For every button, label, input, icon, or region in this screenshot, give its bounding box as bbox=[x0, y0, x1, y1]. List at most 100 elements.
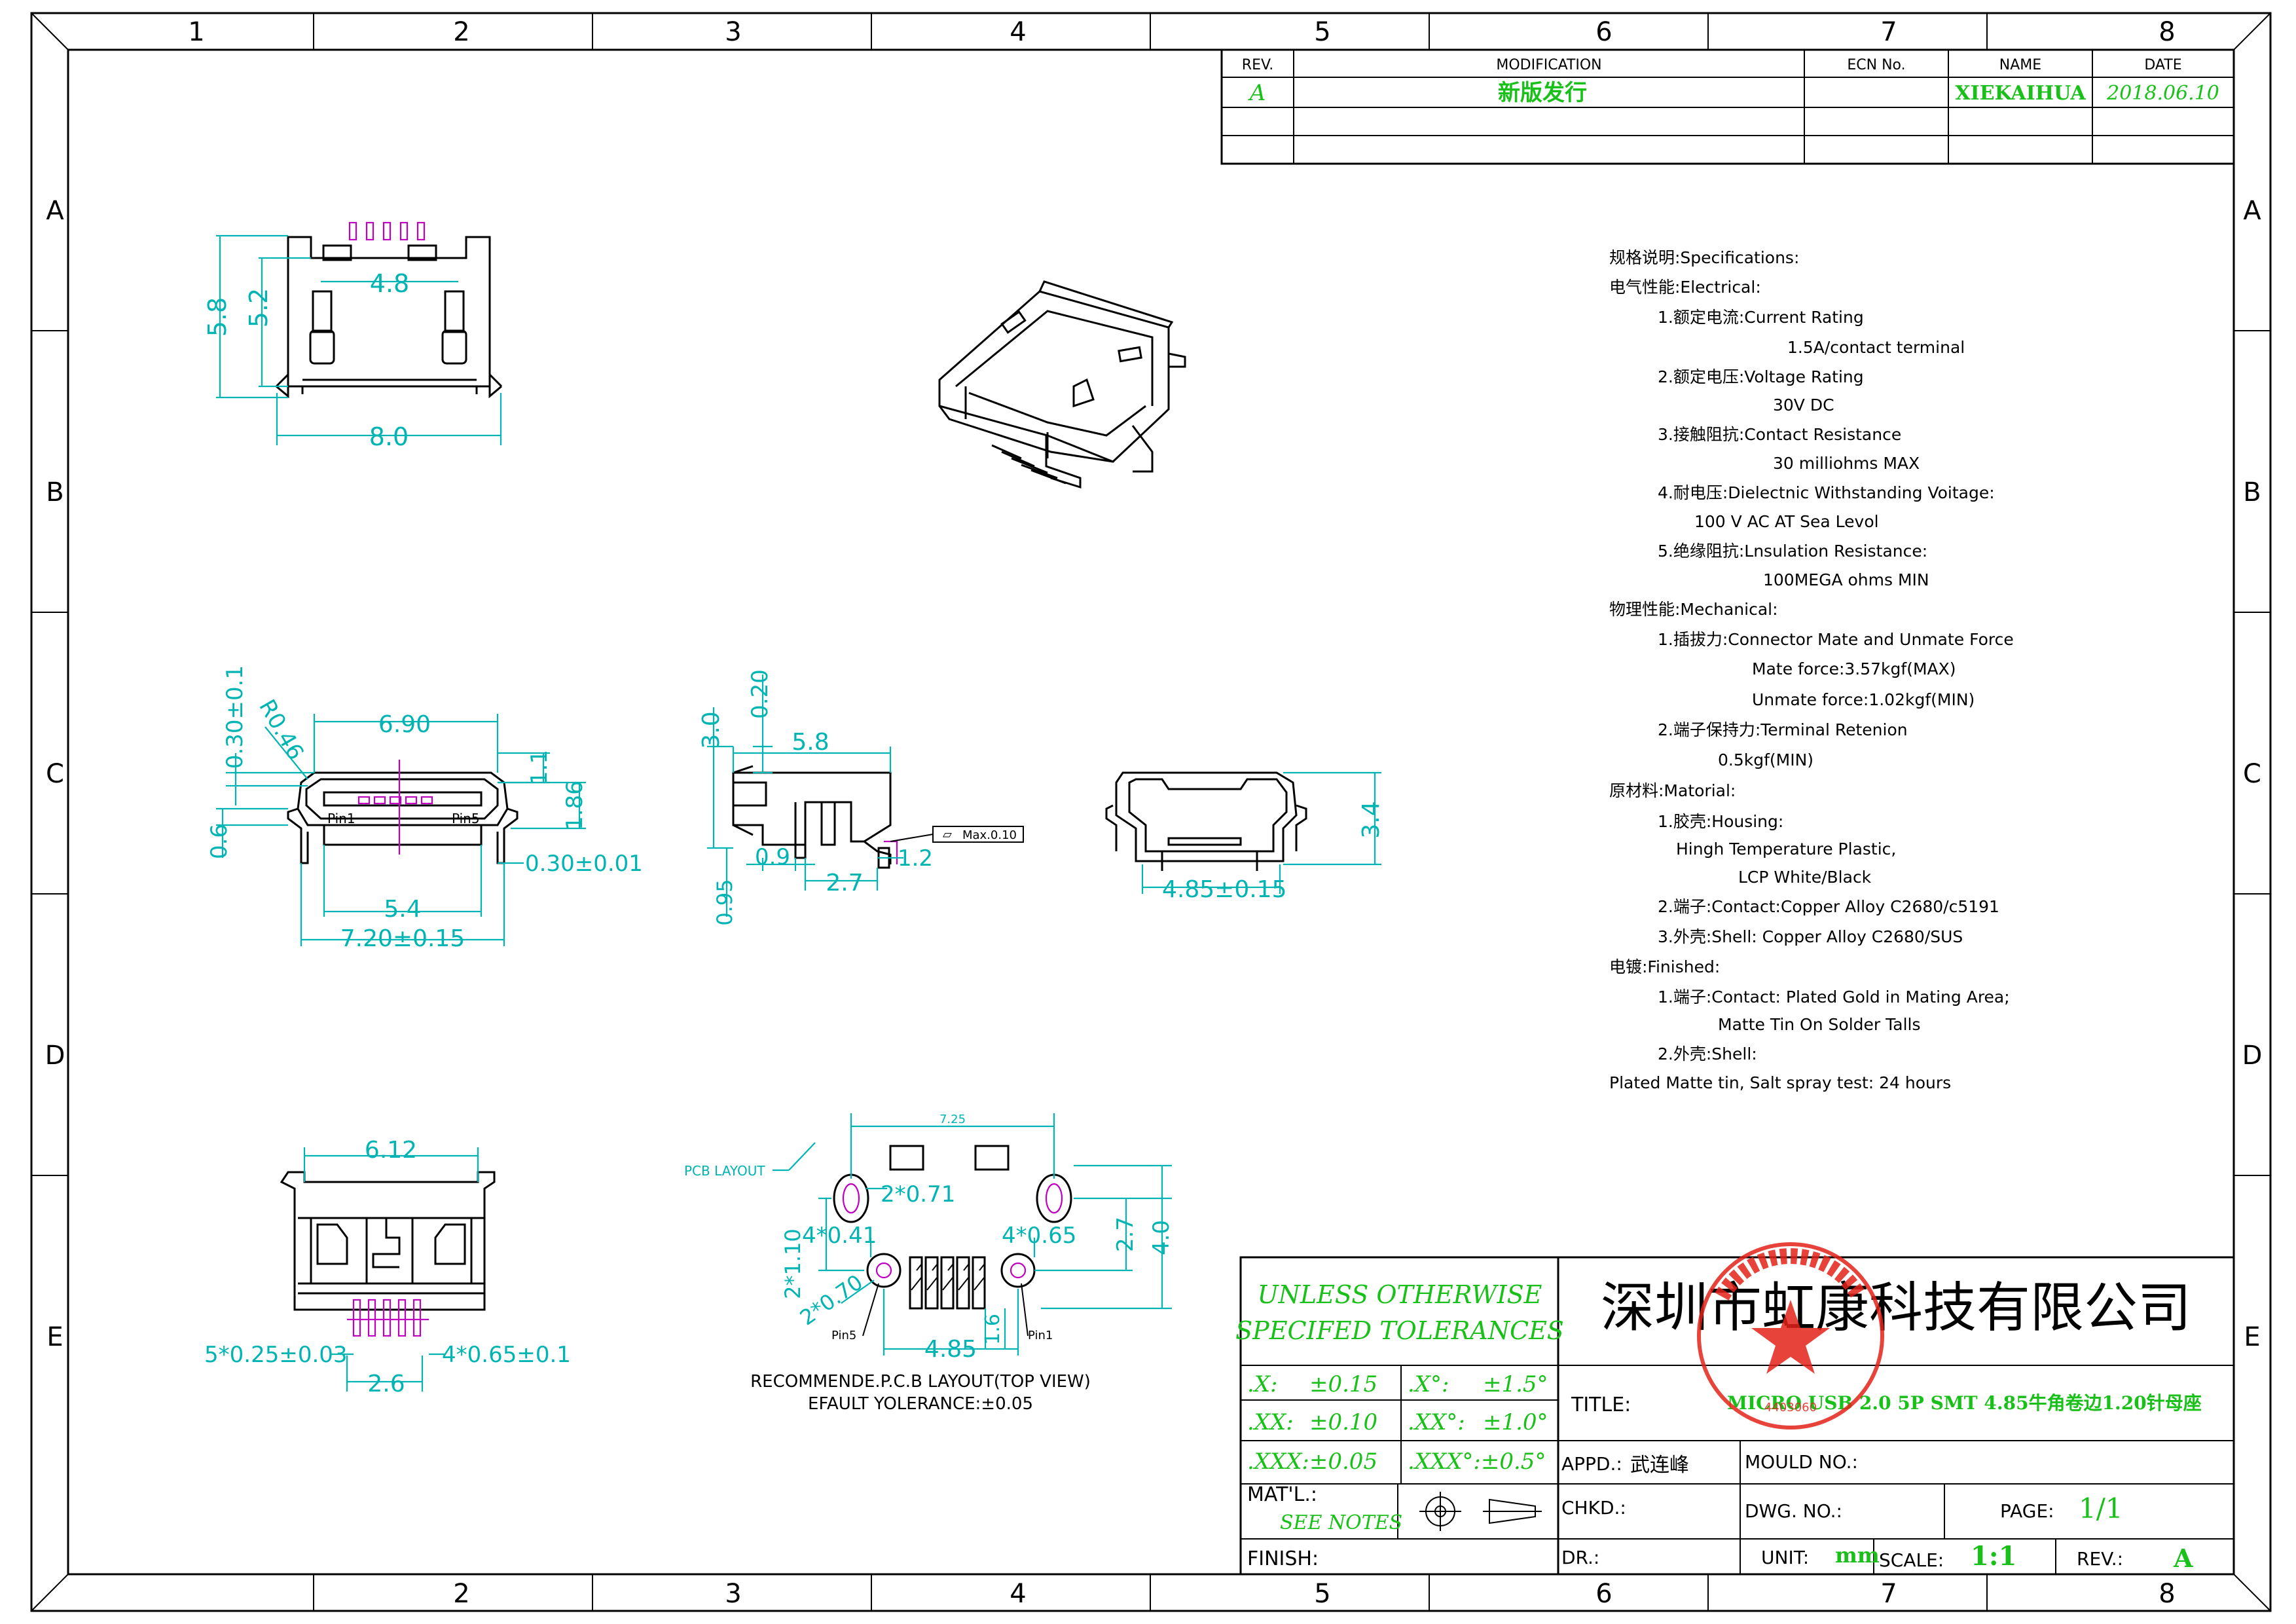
spec-line: 1.5A/contact terminal bbox=[1787, 338, 1965, 357]
tol-label: .X°: bbox=[1408, 1371, 1449, 1397]
zone-col-label: 6 bbox=[1595, 1579, 1612, 1609]
title-value: MICRO USB 2.0 5P SMT 4.85牛角卷边1.20针母座 bbox=[1727, 1392, 2202, 1414]
modification-header: MODIFICATION bbox=[1496, 57, 1601, 73]
scale-value: 1:1 bbox=[1971, 1541, 2016, 1572]
tol-value: ±1.0° bbox=[1483, 1409, 1548, 1435]
ecn-header: ECN No. bbox=[1847, 57, 1905, 73]
spec-line: Plated Matte tin, Salt spray test: 24 ho… bbox=[1609, 1073, 1951, 1092]
appd-value: 武连峰 bbox=[1630, 1454, 1689, 1477]
dim-label: 4*0.65±0.1 bbox=[442, 1342, 571, 1368]
scale-label: SCALE: bbox=[1879, 1549, 1944, 1571]
dim-label: 6.90 bbox=[378, 711, 431, 738]
spec-line: 1.胶壳:Housing: bbox=[1658, 812, 1783, 831]
zone-ticks bbox=[31, 13, 2270, 1611]
tol-label: .XXX°:±0.5° bbox=[1408, 1449, 1546, 1475]
corner-mark bbox=[2233, 12, 2271, 50]
rev-value: A bbox=[2173, 1543, 2193, 1573]
tolerance-grid: .X: ±0.15 .X°: ±1.5° .XX: ±0.10 .XX°: ±1… bbox=[1247, 1371, 1548, 1475]
company-name: 深圳市虹康科技有限公司 bbox=[1601, 1277, 2191, 1339]
dim-label: 1.6 bbox=[981, 1314, 1004, 1345]
pcb-layout: 7.25 PCB LAYOUT 2*0.71 4*0.41 4*0.65 2*1… bbox=[684, 1113, 1175, 1414]
zone-col-label: 7 bbox=[1880, 1579, 1897, 1609]
dim-label: 1.86 bbox=[562, 781, 588, 830]
page-value: 1/1 bbox=[2079, 1492, 2123, 1524]
title-block: UNLESS OTHERWISE SPECIFED TOLERANCES .X:… bbox=[1235, 1256, 2235, 1576]
corner-mark bbox=[31, 12, 69, 50]
dim-label: 4.8 bbox=[370, 269, 409, 298]
pcb-caption: RECOMMENDE.P.C.B LAYOUT(TOP VIEW) bbox=[750, 1372, 1091, 1392]
dim-label: 4*0.65 bbox=[1002, 1223, 1076, 1249]
tolerance-heading: UNLESS OTHERWISE bbox=[1258, 1280, 1542, 1309]
flatness-callout: ▱ bbox=[943, 828, 952, 841]
dim-label: 5*0.25±0.03 bbox=[204, 1342, 348, 1368]
spec-line: 4.耐电压:Dielectnic Withstanding Voitage: bbox=[1658, 483, 1995, 502]
pin1-label: Pin1 bbox=[327, 811, 355, 826]
dim-label: 3.4 bbox=[1358, 801, 1385, 838]
date-header: DATE bbox=[2144, 57, 2181, 73]
zone-row-label: D bbox=[45, 1041, 65, 1071]
tolerance-heading: SPECIFED TOLERANCES bbox=[1235, 1316, 1564, 1345]
dim-label: 1.1 bbox=[526, 750, 553, 785]
projection-symbol bbox=[1419, 1492, 1542, 1531]
company-seal: 4403060 bbox=[1697, 1242, 1884, 1430]
dim-label: 8.0 bbox=[369, 422, 409, 451]
bottom-view: 6.12 5*0.25±0.03 4*0.65±0.1 2.6 bbox=[204, 1137, 571, 1397]
spec-line: 3.接触阻抗:Contact Resistance bbox=[1658, 425, 1901, 444]
dim-label: 2*1.10 bbox=[780, 1228, 805, 1299]
zone-col-label: 4 bbox=[1010, 1579, 1026, 1609]
front-view: Pin1 Pin5 0.30±0.1 R0.46 6.90 1.1 1.86 0… bbox=[206, 665, 643, 952]
mat-label: MAT'L.: bbox=[1247, 1483, 1317, 1506]
spec-line: Matte Tin On Solder Talls bbox=[1718, 1015, 1921, 1034]
dim-label: R0.46 bbox=[253, 695, 308, 764]
mat-value: SEE NOTES bbox=[1280, 1511, 1402, 1534]
dim-label: 0.6 bbox=[206, 824, 232, 859]
isometric-view bbox=[938, 280, 1186, 489]
zone-row-label: C bbox=[2243, 759, 2261, 789]
zone-row-label: B bbox=[2243, 477, 2261, 507]
dim-label: 4.85 bbox=[924, 1336, 977, 1363]
spec-line: 30 milliohms MAX bbox=[1773, 454, 1920, 473]
zone-col-label: 8 bbox=[2159, 1579, 2175, 1609]
spec-line: 规格说明:Specifications: bbox=[1609, 248, 1799, 267]
tol-value: ±0.10 bbox=[1309, 1409, 1377, 1435]
dim-label: 0.30±0.01 bbox=[525, 851, 643, 877]
dim-label: 0.30±0.1 bbox=[222, 665, 248, 769]
rev-value: A bbox=[1248, 80, 1266, 106]
side-view: ▱ Max.0.10 3.0 0.20 5.8 0.9 2.7 1.2 0.95 bbox=[698, 669, 1024, 926]
date-value: 2018.06.10 bbox=[2106, 82, 2219, 105]
flatness-value: Max.0.10 bbox=[962, 828, 1017, 842]
spec-line: 3.外壳:Shell: Copper Alloy C2680/SUS bbox=[1658, 927, 1963, 946]
dim-label: 7.20±0.15 bbox=[340, 925, 465, 952]
spec-line: 0.5kgf(MIN) bbox=[1718, 750, 1813, 769]
pcb-layout-label: PCB LAYOUT bbox=[684, 1163, 765, 1179]
finish-label: FINISH: bbox=[1247, 1547, 1319, 1570]
spec-line: 1.插拔力:Connector Mate and Unmate Force bbox=[1658, 630, 2014, 649]
dim-label: 1.2 bbox=[898, 845, 933, 872]
specifications-list: 规格说明:Specifications: 电气性能:Electrical: 1.… bbox=[1609, 248, 2014, 1092]
dwg-label: DWG. NO.: bbox=[1745, 1500, 1842, 1522]
name-header: NAME bbox=[1999, 57, 2041, 73]
spec-line: 5.绝缘阻抗:Lnsulation Resistance: bbox=[1658, 542, 1927, 561]
zone-row-label: A bbox=[2243, 196, 2261, 226]
name-value: XIEKAIHUA bbox=[1955, 82, 2086, 105]
revision-table: REV. MODIFICATION ECN No. NAME DATE A 新版… bbox=[1220, 48, 2235, 165]
dr-label: DR.: bbox=[1561, 1547, 1599, 1568]
rev-label: REV.: bbox=[2077, 1548, 2123, 1570]
zone-col-label: 5 bbox=[1314, 1579, 1330, 1609]
pin1-label: Pin1 bbox=[1028, 1329, 1053, 1342]
zone-col-label: 3 bbox=[725, 17, 741, 47]
page-label: PAGE: bbox=[2000, 1500, 2054, 1522]
spec-line: 30V DC bbox=[1773, 396, 1834, 415]
top-view: 5.8 5.2 4.8 8.0 bbox=[203, 221, 503, 451]
zone-row-label: B bbox=[46, 477, 64, 507]
dim-label: 4.85±0.15 bbox=[1162, 876, 1286, 903]
spec-line: Unmate force:1.02kgf(MIN) bbox=[1752, 690, 1975, 709]
spec-line: 1.额定电流:Current Rating bbox=[1658, 308, 1864, 327]
corner-mark bbox=[31, 1574, 69, 1612]
zone-col-label: 5 bbox=[1314, 17, 1330, 47]
zone-col-label: 4 bbox=[1010, 17, 1026, 47]
dim-label: 2*0.71 bbox=[881, 1181, 955, 1208]
mould-label: MOULD NO.: bbox=[1745, 1451, 1858, 1473]
zone-col-label: 1 bbox=[188, 17, 204, 47]
